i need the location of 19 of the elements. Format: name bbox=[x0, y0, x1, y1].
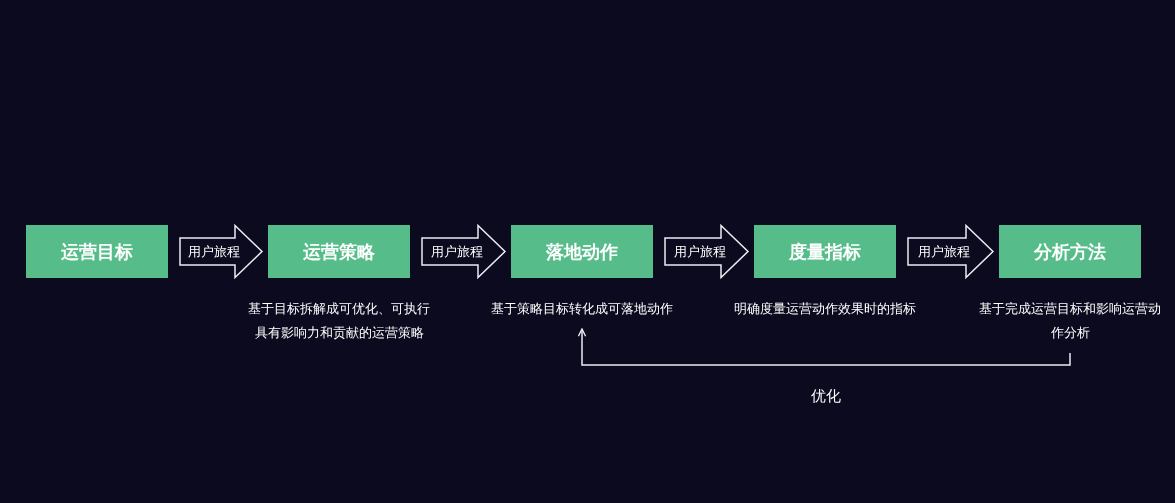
process-box: 度量指标 bbox=[754, 225, 896, 278]
process-box: 运营目标 bbox=[26, 225, 168, 278]
node-caption: 基于策略目标转化成可落地动作 bbox=[490, 300, 674, 318]
block-arrow bbox=[664, 223, 750, 280]
edge-label: 用户旅程 bbox=[188, 244, 241, 259]
edge-label: 用户旅程 bbox=[673, 244, 726, 259]
edge-label: 用户旅程 bbox=[430, 244, 483, 259]
block-arrow bbox=[421, 223, 507, 280]
block-arrow bbox=[907, 223, 995, 280]
edge-label: 优化 bbox=[811, 387, 841, 404]
process-box: 运营策略 bbox=[268, 225, 410, 278]
node-caption: 基于目标拆解成可优化、可执行具有影响力和贡献的运营策略 bbox=[247, 300, 431, 342]
block-arrow bbox=[179, 223, 264, 280]
process-box: 分析方法 bbox=[999, 225, 1141, 278]
feedback-arrow bbox=[577, 328, 1071, 366]
node-caption: 明确度量运营动作效果时的指标 bbox=[733, 300, 917, 318]
edge-label: 用户旅程 bbox=[917, 244, 970, 259]
node-caption: 基于完成运营目标和影响运营动作分析 bbox=[978, 300, 1162, 342]
process-box: 落地动作 bbox=[511, 225, 653, 278]
